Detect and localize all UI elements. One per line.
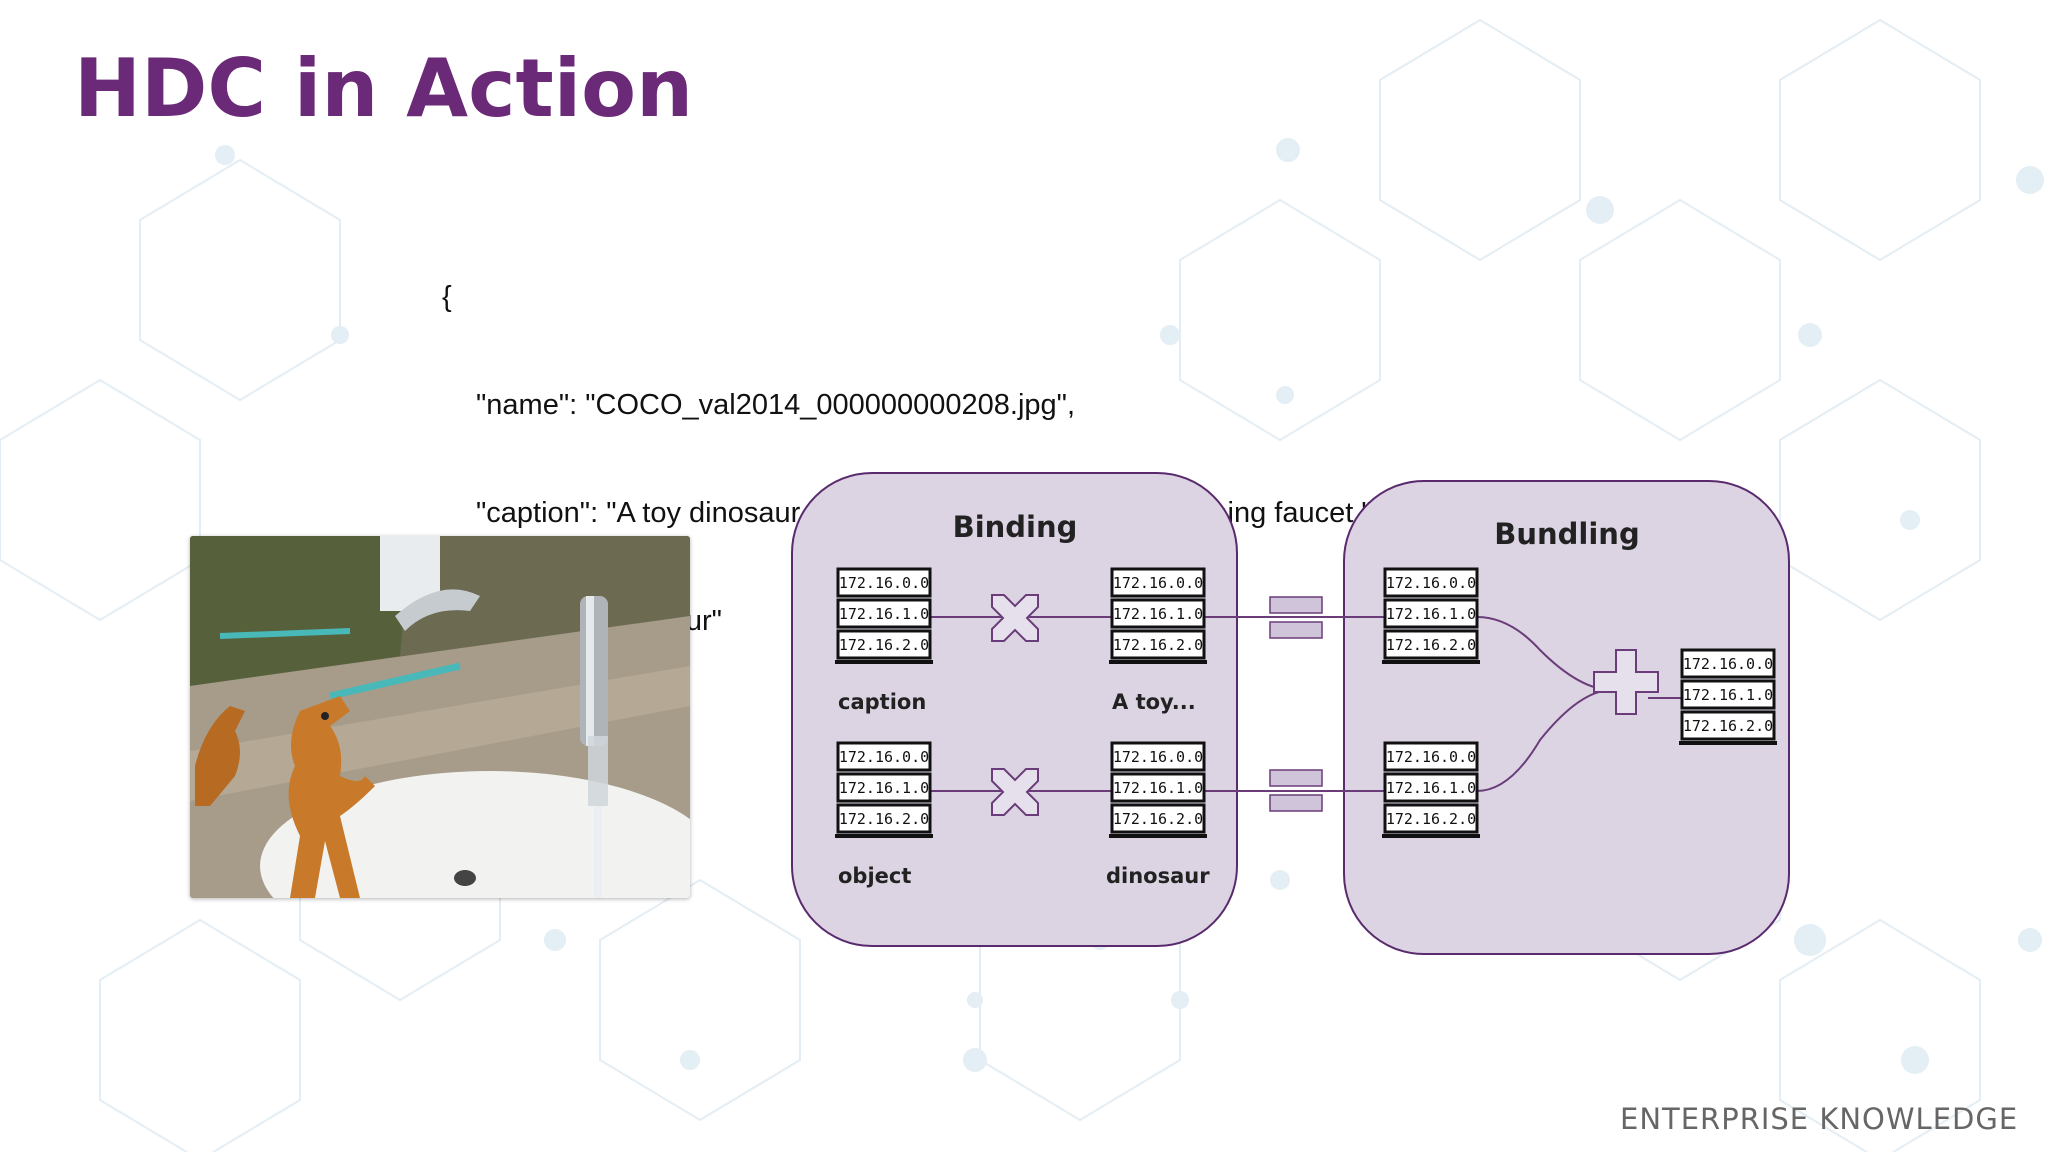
bundling-title: Bundling xyxy=(1494,517,1639,551)
vector-base xyxy=(1382,660,1480,664)
vector-cell-text: 172.16.2.0 xyxy=(1683,717,1773,735)
vector-cell xyxy=(836,772,932,803)
vector-cell-text: 172.16.1.0 xyxy=(1386,779,1476,797)
vector-cell xyxy=(836,567,932,598)
vector-cell-text: 172.16.2.0 xyxy=(1386,636,1476,654)
vector-cell xyxy=(836,803,932,834)
vector-bundled-bottom: 172.16.0.0 172.16.1.0 172.16.2.0 xyxy=(1382,741,1480,838)
vector-cell-text: 172.16.0.0 xyxy=(839,574,929,592)
vector-base xyxy=(1109,834,1207,838)
json-open-brace: { xyxy=(442,281,452,313)
vector-cell xyxy=(1680,679,1776,710)
footer-brand: ENTERPRISE KNOWLEDGE xyxy=(1620,1102,2019,1136)
vector-cell-text: 172.16.2.0 xyxy=(839,636,929,654)
vector-result: 172.16.0.0 172.16.1.0 172.16.2.0 xyxy=(1679,648,1777,745)
bundle-operator-plus xyxy=(1593,649,1659,715)
vector-cell xyxy=(1110,803,1206,834)
vector-cell xyxy=(836,741,932,772)
vector-dinosaur: 172.16.0.0 172.16.1.0 172.16.2.0 xyxy=(1109,741,1207,838)
vector-cell-text: 172.16.2.0 xyxy=(1113,636,1203,654)
vector-base xyxy=(835,834,933,838)
vector-cell-text: 172.16.1.0 xyxy=(1683,686,1773,704)
bind-operator-x xyxy=(991,594,1039,642)
vector-cell xyxy=(1110,741,1206,772)
vector-cell-text: 172.16.0.0 xyxy=(839,748,929,766)
vector-cell-text: 172.16.0.0 xyxy=(1113,748,1203,766)
vector-cell-text: 172.16.1.0 xyxy=(839,605,929,623)
label-dinosaur: dinosaur xyxy=(1106,864,1210,888)
vector-bundled-top: 172.16.0.0 172.16.1.0 172.16.2.0 xyxy=(1382,567,1480,664)
vector-cell-text: 172.16.1.0 xyxy=(1386,605,1476,623)
vector-cell xyxy=(836,598,932,629)
vector-a-toy: 172.16.0.0 172.16.1.0 172.16.2.0 xyxy=(1109,567,1207,664)
vector-cell xyxy=(1383,803,1479,834)
vector-cell xyxy=(836,629,932,660)
vector-cell xyxy=(1110,567,1206,598)
vector-object: 172.16.0.0 172.16.1.0 172.16.2.0 xyxy=(835,741,933,838)
vector-cell-text: 172.16.0.0 xyxy=(1683,655,1773,673)
vector-base xyxy=(1109,660,1207,664)
vector-cell xyxy=(1110,598,1206,629)
vector-cell xyxy=(1383,741,1479,772)
bind-operator-x-2 xyxy=(991,768,1039,816)
coco-dinosaur-photo xyxy=(190,536,690,898)
vector-cell-text: 172.16.0.0 xyxy=(1113,574,1203,592)
vector-cell-text: 172.16.1.0 xyxy=(1113,779,1203,797)
binding-title: Binding xyxy=(953,510,1078,544)
vector-cell xyxy=(1383,629,1479,660)
vector-cell-text: 172.16.0.0 xyxy=(1386,574,1476,592)
vector-cell xyxy=(1110,629,1206,660)
vector-base xyxy=(1382,834,1480,838)
slide-title: HDC in Action xyxy=(74,42,694,135)
equals-operator-2 xyxy=(1269,769,1323,812)
label-a-toy: A toy... xyxy=(1112,690,1196,714)
vector-cell-text: 172.16.1.0 xyxy=(1113,605,1203,623)
vector-base xyxy=(1679,741,1777,745)
vector-cell xyxy=(1383,772,1479,803)
json-name-line: "name": "COCO_val2014_000000000208.jpg", xyxy=(476,389,1076,421)
vector-caption: 172.16.0.0 172.16.1.0 172.16.2.0 xyxy=(835,567,933,664)
vector-cell-text: 172.16.1.0 xyxy=(839,779,929,797)
vector-cell-text: 172.16.2.0 xyxy=(1113,810,1203,828)
label-object: object xyxy=(838,864,911,888)
vector-cell xyxy=(1680,710,1776,741)
equals-operator xyxy=(1269,596,1323,639)
vector-cell xyxy=(1110,772,1206,803)
vector-cell-text: 172.16.2.0 xyxy=(839,810,929,828)
vector-cell xyxy=(1680,648,1776,679)
vector-cell-text: 172.16.2.0 xyxy=(1386,810,1476,828)
vector-cell-text: 172.16.0.0 xyxy=(1386,748,1476,766)
vector-cell xyxy=(1383,567,1479,598)
label-caption: caption xyxy=(838,690,926,714)
vector-base xyxy=(835,660,933,664)
vector-cell xyxy=(1383,598,1479,629)
